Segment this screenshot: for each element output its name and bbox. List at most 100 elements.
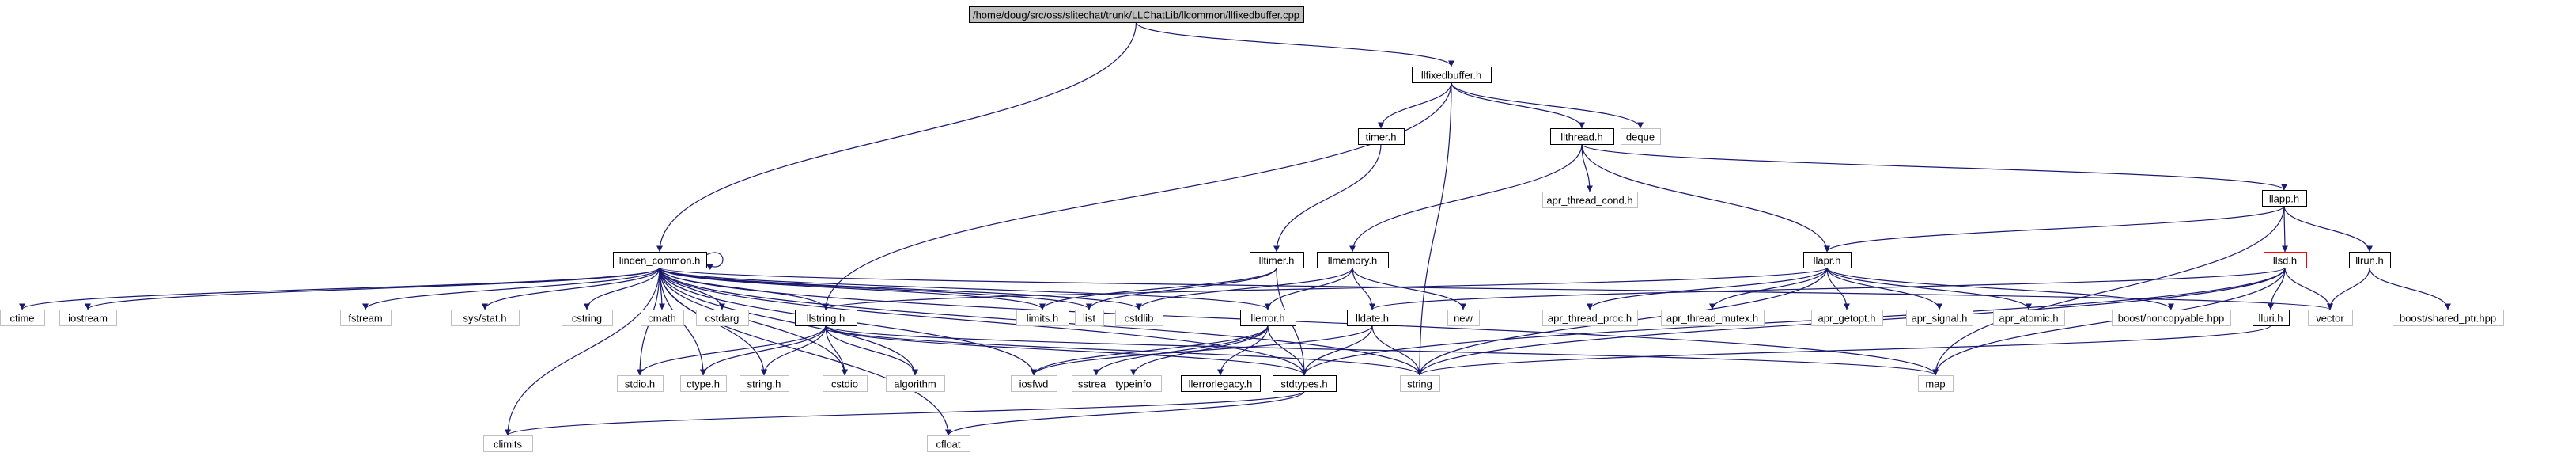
node-apr-thread-mutex[interactable]: apr_thread_mutex.h bbox=[1661, 310, 1765, 326]
node-boost-shared-ptr[interactable]: boost/shared_ptr.hpp bbox=[2393, 310, 2504, 326]
edge bbox=[705, 252, 724, 270]
edge bbox=[1581, 143, 1830, 253]
node-llrun[interactable]: llrun.h bbox=[2349, 252, 2391, 268]
edge-llsd-to-stdtypes bbox=[1301, 267, 2286, 376]
node-new[interactable]: new bbox=[1447, 310, 1480, 326]
edge-llapr-to-apr-signal bbox=[1826, 267, 1942, 310]
node-lldate[interactable]: lldate.h bbox=[1347, 310, 1398, 326]
node-box bbox=[1621, 128, 1661, 145]
node-label: timer.h bbox=[1365, 131, 1396, 143]
node-box bbox=[2112, 310, 2231, 326]
node-label: boost/shared_ptr.hpp bbox=[2400, 313, 2496, 325]
node-box bbox=[1803, 252, 1852, 268]
edge-linden-common-to-llerror bbox=[659, 267, 1271, 310]
node-box bbox=[740, 375, 789, 392]
edge-linden-common-to-stdtypes bbox=[659, 267, 1307, 376]
edge bbox=[1826, 267, 2174, 310]
node-algorithm[interactable]: algorithm bbox=[886, 375, 945, 392]
edge-llthread-to-llapp bbox=[1581, 143, 2287, 191]
node-apr-thread-cond[interactable]: apr_thread_cond.h bbox=[1542, 192, 1638, 208]
edge-stdtypes-to-climits bbox=[505, 390, 1305, 436]
edge-llapr-to-llstring bbox=[823, 267, 1828, 310]
node-box bbox=[1550, 128, 1614, 145]
node-ctype[interactable]: ctype.h bbox=[680, 375, 727, 392]
node-apr-signal[interactable]: apr_signal.h bbox=[1906, 310, 1973, 326]
node-root[interactable]: /home/doug/src/oss/slitechat/trunk/LLCha… bbox=[969, 6, 1304, 23]
edge bbox=[659, 267, 1142, 310]
node-llmemory[interactable]: llmemory.h bbox=[1317, 252, 1389, 268]
node-ctime[interactable]: ctime bbox=[0, 310, 45, 326]
node-iostream[interactable]: iostream bbox=[59, 310, 117, 326]
node-apr-atomic[interactable]: apr_atomic.h bbox=[1993, 310, 2065, 326]
node-string[interactable]: string bbox=[1400, 375, 1440, 392]
edge bbox=[656, 21, 1137, 253]
node-llerror[interactable]: llerror.h bbox=[1240, 310, 1296, 326]
node-limits[interactable]: limits.h bbox=[1016, 310, 1069, 326]
node-llerrorlegacy[interactable]: llerrorlegacy.h bbox=[1181, 375, 1261, 392]
edge-lldate-to-iosfwd bbox=[1031, 325, 1373, 376]
node-llfixedbuffer[interactable]: llfixedbuffer.h bbox=[1412, 67, 1492, 83]
node-box bbox=[2253, 310, 2290, 326]
node-box bbox=[483, 435, 533, 452]
edge-llerror-to-iosfwd bbox=[1031, 325, 1269, 376]
node-map[interactable]: map bbox=[1918, 375, 1954, 392]
node-box bbox=[451, 310, 520, 326]
edge-linden-common-to-climits bbox=[505, 267, 660, 436]
node-cstdarg[interactable]: cstdarg bbox=[696, 310, 749, 326]
node-cstdio[interactable]: cstdio bbox=[823, 375, 868, 392]
node-label: stdtypes.h bbox=[1280, 378, 1327, 390]
node-timer[interactable]: timer.h bbox=[1358, 128, 1405, 145]
node-box bbox=[680, 375, 727, 392]
edge bbox=[1932, 205, 2285, 376]
node-linden-common[interactable]: linden_common.h bbox=[613, 252, 707, 268]
node-llthread[interactable]: llthread.h bbox=[1550, 128, 1614, 145]
node-label: string bbox=[1407, 378, 1432, 390]
edge-llerror-to-llerrorlegacy bbox=[1217, 325, 1269, 376]
node-typeinfo[interactable]: typeinfo bbox=[1106, 375, 1162, 392]
edge bbox=[1086, 267, 1277, 310]
edge bbox=[505, 390, 1305, 436]
node-iosfwd[interactable]: iosfwd bbox=[1011, 375, 1057, 392]
edge-linden-common-to-ctime bbox=[19, 267, 660, 310]
edge bbox=[945, 390, 1305, 436]
node-stdtypes[interactable]: stdtypes.h bbox=[1273, 375, 1337, 392]
node-apr-getopt[interactable]: apr_getopt.h bbox=[1811, 310, 1883, 326]
node-cstdlib[interactable]: cstdlib bbox=[1115, 310, 1163, 326]
edge-stdtypes-to-cfloat bbox=[945, 390, 1305, 436]
node-llstring[interactable]: llstring.h bbox=[795, 310, 857, 326]
node-lluri[interactable]: lluri.h bbox=[2253, 310, 2290, 326]
node-stringh[interactable]: string.h bbox=[740, 375, 789, 392]
node-climits[interactable]: climits bbox=[483, 435, 533, 452]
node-cstring[interactable]: cstring bbox=[562, 310, 613, 326]
node-vector[interactable]: vector bbox=[2308, 310, 2353, 326]
node-boost-noncopyable[interactable]: boost/noncopyable.hpp bbox=[2112, 310, 2231, 326]
edge bbox=[1352, 267, 1375, 310]
node-stdio[interactable]: stdio.h bbox=[617, 375, 664, 392]
node-list[interactable]: list bbox=[1075, 310, 1104, 326]
node-box bbox=[1250, 252, 1304, 268]
node-lltimer[interactable]: lltimer.h bbox=[1250, 252, 1304, 268]
node-box bbox=[1542, 310, 1638, 326]
node-fstream[interactable]: fstream bbox=[340, 310, 392, 326]
node-cfloat[interactable]: cfloat bbox=[927, 435, 970, 452]
node-label: lluri.h bbox=[2258, 313, 2283, 325]
node-box bbox=[1016, 310, 1069, 326]
node-llsd[interactable]: llsd.h bbox=[2264, 252, 2307, 268]
edge-llfixedbuffer-to-llthread bbox=[1451, 82, 1585, 129]
node-llapp[interactable]: llapp.h bbox=[2262, 190, 2307, 207]
edge bbox=[362, 267, 660, 310]
node-sysstat[interactable]: sys/stat.h bbox=[451, 310, 520, 326]
node-label: linden_common.h bbox=[619, 255, 701, 267]
node-apr-thread-proc[interactable]: apr_thread_proc.h bbox=[1542, 310, 1638, 326]
node-box bbox=[795, 310, 857, 326]
edge bbox=[85, 267, 660, 310]
edge bbox=[1581, 143, 2287, 191]
node-cmath[interactable]: cmath bbox=[641, 310, 684, 326]
edge-linden-common-to-map bbox=[659, 267, 1939, 376]
node-deque[interactable]: deque bbox=[1621, 128, 1661, 145]
node-box bbox=[1906, 310, 1973, 326]
node-label: iostream bbox=[68, 313, 108, 325]
node-box bbox=[340, 310, 392, 326]
node-label: lldate.h bbox=[1356, 313, 1389, 325]
node-llapr[interactable]: llapr.h bbox=[1803, 252, 1852, 268]
